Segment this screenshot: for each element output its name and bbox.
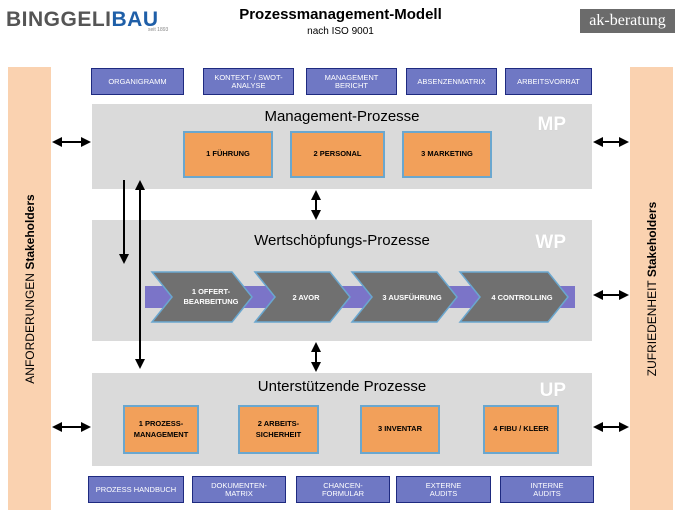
bottom-doc-externe-audits[interactable]: EXTERNE AUDITS	[396, 476, 491, 503]
top-doc-kontext-swot[interactable]: KONTEXT- / SWOT- ANALYSE	[203, 68, 294, 95]
ak-beratung-logo: ak-beratung	[580, 9, 675, 33]
chevron-offertbearbeitung-line1: 1 OFFERT-	[192, 287, 231, 296]
page-subtitle: nach ISO 9001	[307, 26, 374, 37]
management-tag: MP	[537, 114, 567, 135]
bottom-doc-interne-audits[interactable]: INTERNE AUDITS	[500, 476, 594, 503]
page-title: Prozessmanagement-Modell	[239, 6, 442, 23]
value-title: Wertschöpfungs-Prozesse	[254, 232, 430, 249]
chevron-controlling[interactable]: 4 CONTROLLING	[458, 271, 569, 323]
logo-left-main: BINGGELI	[6, 8, 112, 31]
right-side-bar: ZUFRIEDENHEIT Stakeholders	[630, 67, 673, 510]
process-personal[interactable]: 2 PERSONAL	[290, 131, 385, 178]
process-fuehrung[interactable]: 1 FÜHRUNG	[183, 131, 273, 178]
chevron-controlling-label: 4 CONTROLLING	[491, 293, 552, 302]
process-marketing[interactable]: 3 MARKETING	[402, 131, 492, 178]
support-title: Unterstützende Prozesse	[257, 378, 427, 395]
process-prozessmanagement[interactable]: 1 PROZESS- MANAGEMENT	[123, 405, 199, 454]
value-chain-band	[145, 286, 575, 308]
value-tag: WP	[535, 232, 566, 253]
chevron-ausfuehrung-label: 3 AUSFÜHRUNG	[382, 293, 441, 302]
chevron-ausfuehrung[interactable]: 3 AUSFÜHRUNG	[350, 271, 458, 323]
binggelibau-logo: BINGGELIBAU	[6, 8, 159, 32]
logo-since-text: seit 1893	[148, 27, 169, 33]
management-title: Management-Prozesse	[264, 108, 420, 125]
top-doc-absenzenmatrix[interactable]: ABSENZENMATRIX	[406, 68, 497, 95]
chevron-offertbearbeitung[interactable]: 1 OFFERT- BEARBEITUNG	[150, 271, 253, 323]
process-inventar[interactable]: 3 INVENTAR	[360, 405, 440, 454]
logo-left-accent: BAU	[111, 8, 159, 31]
chevron-avor-label: 2 AVOR	[292, 293, 320, 302]
top-doc-management-bericht[interactable]: MANAGEMENT BERICHT	[306, 68, 397, 95]
chevron-avor[interactable]: 2 AVOR	[253, 271, 351, 323]
top-doc-organigramm[interactable]: ORGANIGRAMM	[91, 68, 184, 95]
bottom-doc-chancenformular[interactable]: CHANCEN- FORMULAR	[296, 476, 390, 503]
bottom-doc-prozess-handbuch[interactable]: PROZESS HANDBUCH	[88, 476, 184, 503]
bottom-doc-dokumentenmatrix[interactable]: DOKUMENTEN- MATRIX	[192, 476, 286, 503]
support-tag: UP	[539, 380, 566, 401]
process-arbeitssicherheit[interactable]: 2 ARBEITS- SICHERHEIT	[238, 405, 319, 454]
left-side-bar: ANFORDERUNGEN Stakeholders	[8, 67, 51, 510]
process-fibu-kleer[interactable]: 4 FIBU / KLEER	[483, 405, 559, 454]
top-doc-arbeitsvorrat[interactable]: ARBEITSVORRAT	[505, 68, 592, 95]
chevron-offertbearbeitung-line2: BEARBEITUNG	[183, 297, 238, 306]
